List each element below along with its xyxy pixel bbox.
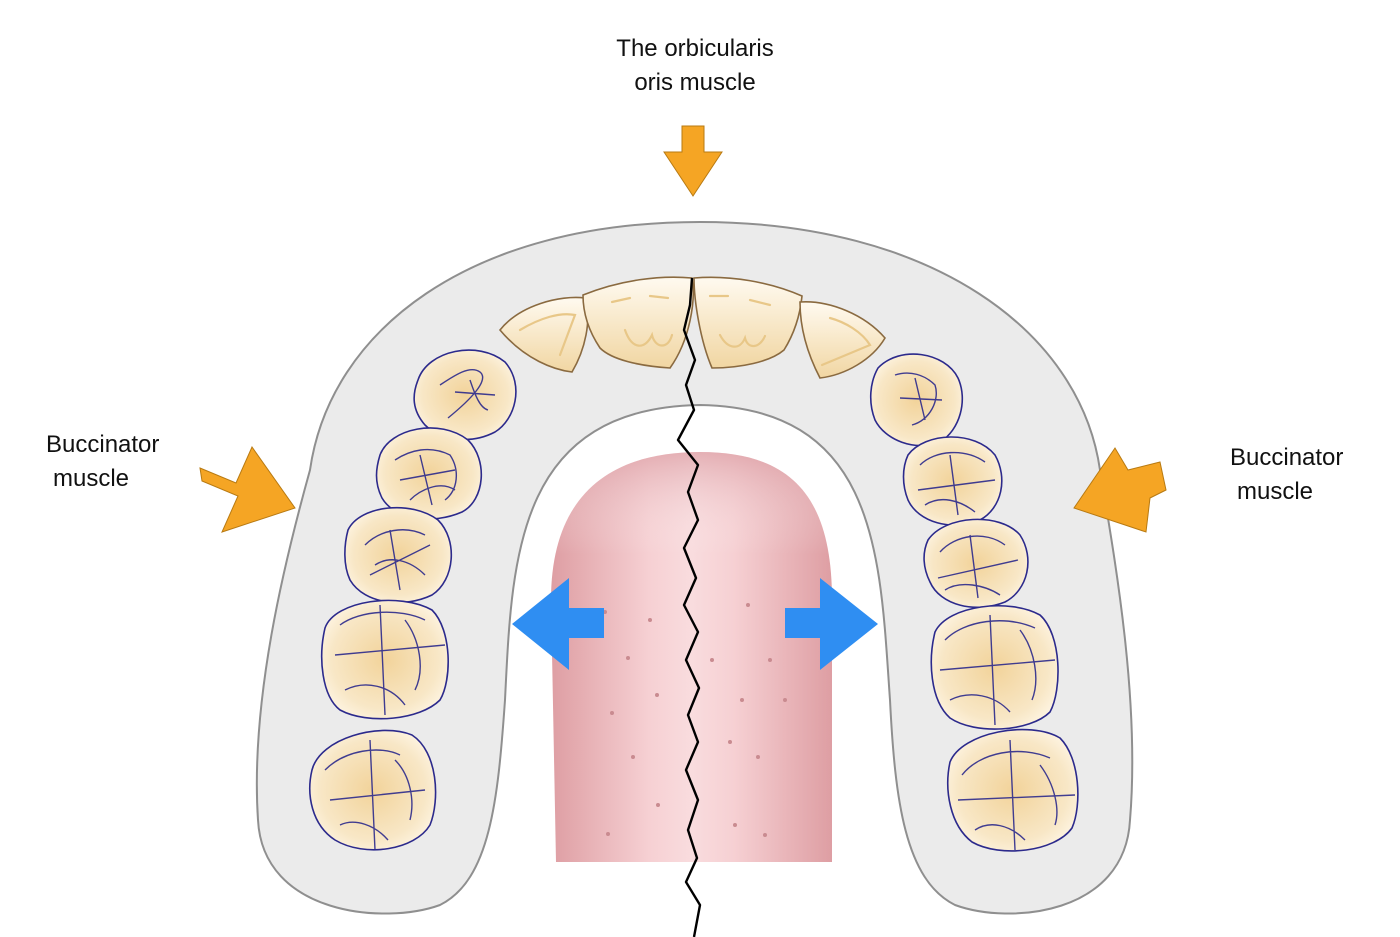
tooth-molar-left-1	[344, 506, 452, 604]
tongue	[551, 452, 832, 862]
tooth-premolar-right-1	[869, 353, 964, 447]
orbicularis-oris-label-line1: The orbicularis	[616, 35, 774, 62]
buccinator-left-label-line2: muscle	[53, 465, 130, 492]
orbicularis-oris-label-line2: oris muscle	[634, 69, 756, 96]
front-teeth	[498, 276, 886, 379]
buccinator-right-label-line2: muscle	[1237, 478, 1314, 505]
orbicularis-oris-label: The orbicularis oris muscle	[560, 32, 830, 100]
tooth-premolar-left-2	[375, 427, 482, 520]
buccinator-right-label: Buccinator muscle	[1230, 441, 1343, 509]
arrow-orange-icon	[663, 125, 723, 197]
midline-split	[676, 277, 702, 937]
buccinator-left-label-line1: Buccinator	[46, 431, 160, 458]
buccinator-right-label-line1: Buccinator	[1230, 444, 1344, 471]
tooth-molar-right-2	[930, 605, 1059, 730]
tooth-premolar-left-1	[413, 349, 517, 441]
arrow-blue-icon	[512, 578, 604, 670]
tooth-lateral-right	[799, 301, 886, 379]
tooth-central-right	[693, 276, 803, 369]
arrow-orange-icon	[199, 445, 296, 533]
tooth-molar-right-1	[923, 518, 1029, 609]
tooth-molar-left-2	[320, 599, 449, 720]
arrow-blue-icon	[785, 578, 878, 670]
buccinator-left-label: Buccinator muscle	[46, 428, 159, 496]
tooth-lateral-left	[498, 296, 589, 373]
arrow-orange-icon	[1073, 447, 1167, 533]
